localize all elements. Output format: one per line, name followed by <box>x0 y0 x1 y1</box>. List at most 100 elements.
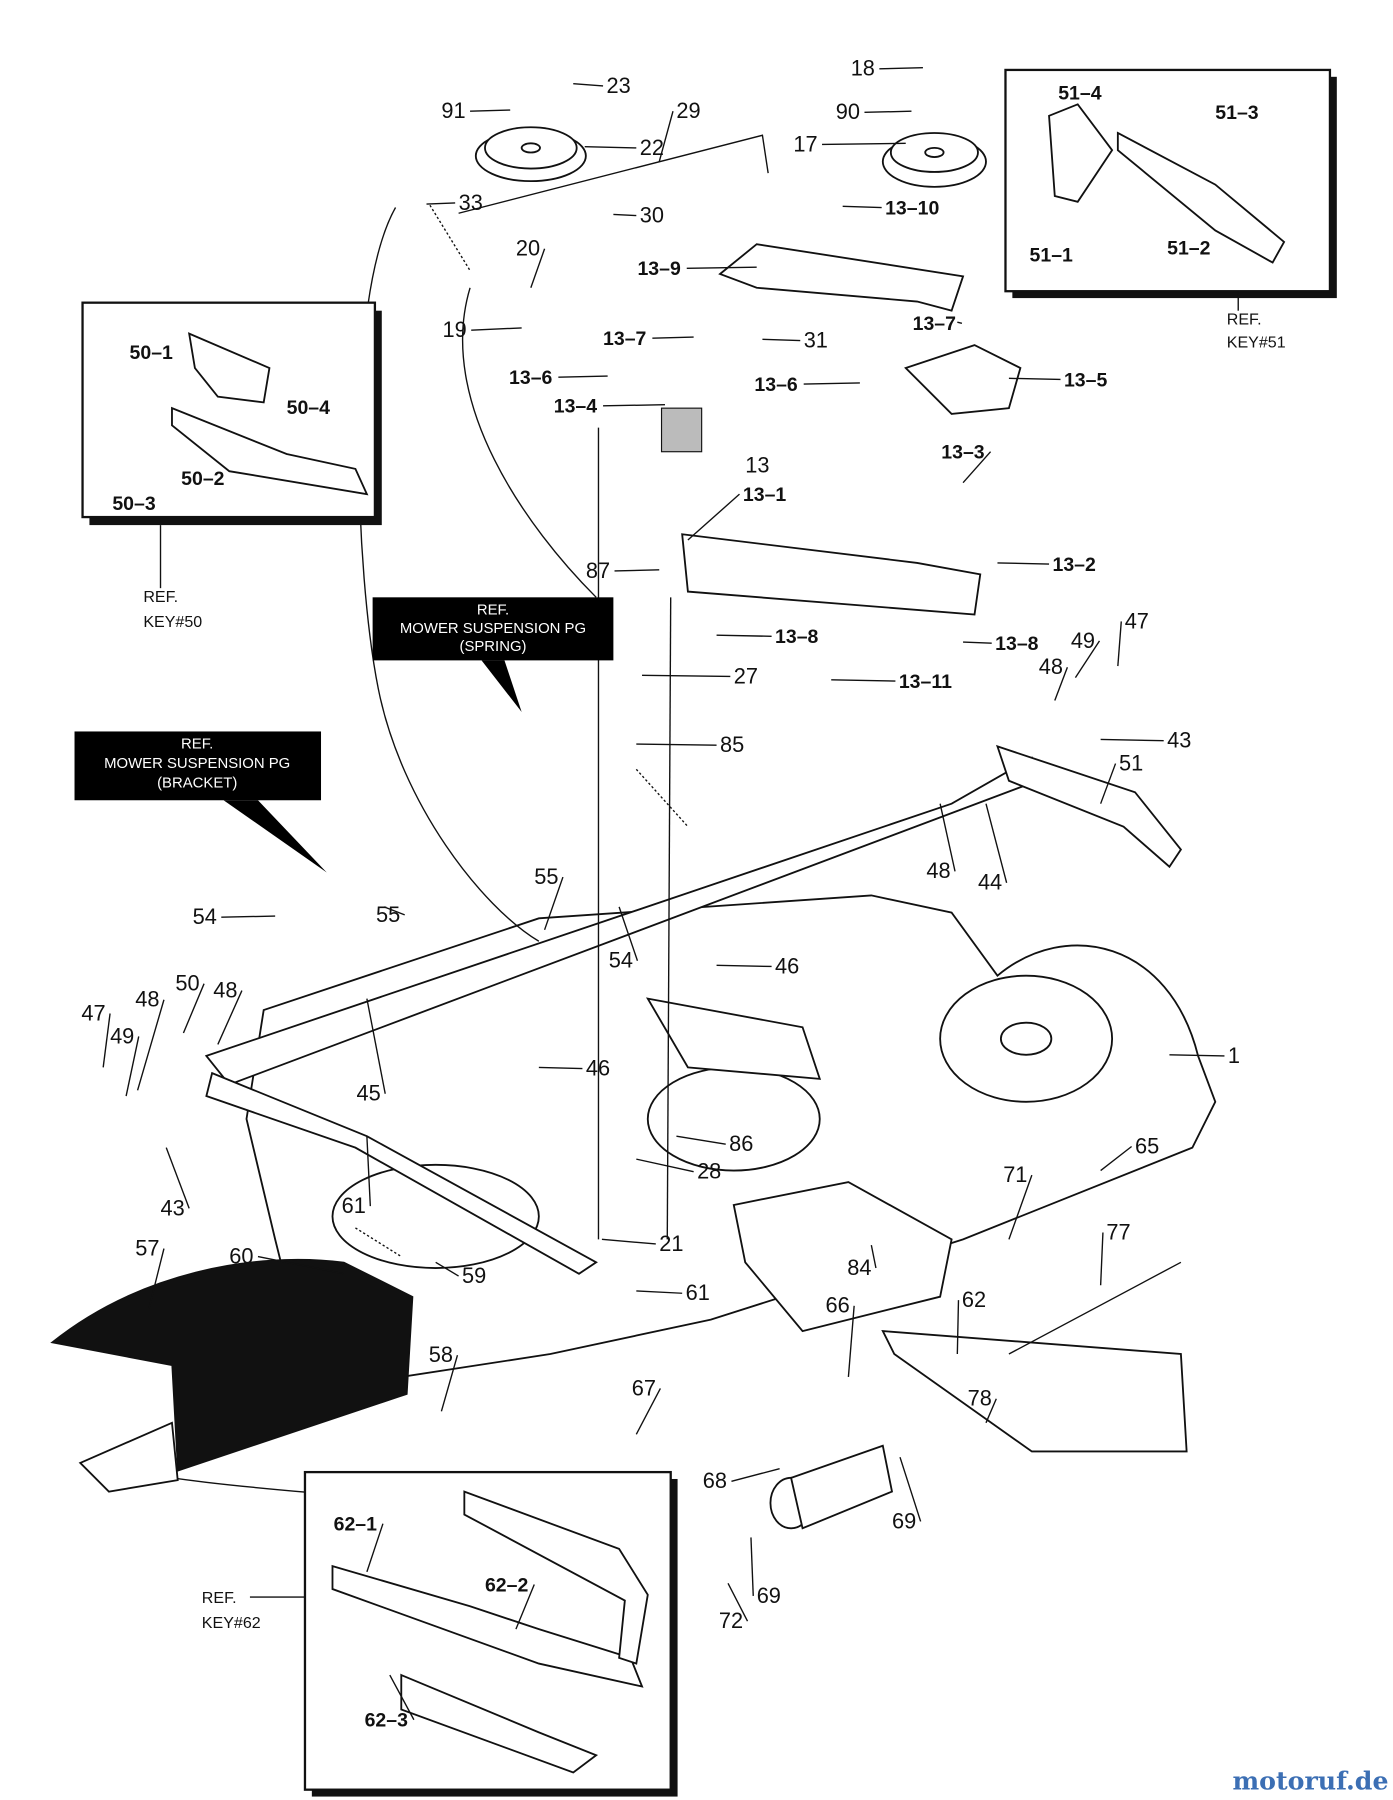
ref-key-50: REF. KEY#50 <box>143 525 202 631</box>
part-label-13–5: 13–5 <box>1064 369 1108 391</box>
leader-line <box>847 1305 855 1378</box>
leader-line <box>727 1583 749 1622</box>
part-label-13: 13 <box>745 452 769 477</box>
leader-line <box>899 1456 922 1522</box>
leader-line <box>182 983 205 1034</box>
part-label-91: 91 <box>441 98 465 123</box>
part-label-58: 58 <box>429 1342 453 1367</box>
ref-text: (SPRING) <box>459 639 526 655</box>
leader-line <box>1169 1054 1225 1057</box>
leader-line <box>136 999 165 1091</box>
ref-text: MOWER SUSPENSION PG <box>400 621 586 637</box>
watermark-logo: motoruf.de <box>1232 1766 1388 1796</box>
leader-line <box>440 1354 459 1412</box>
leader-line <box>1008 1174 1033 1240</box>
leader-line <box>538 1066 583 1070</box>
leader-line <box>1099 763 1117 804</box>
leader-line <box>125 1036 140 1097</box>
lift-arm-51 <box>996 744 1183 869</box>
front-hanger-62 <box>881 1330 1188 1453</box>
inset-key-50: 50–1 50–4 50–2 50–3 <box>81 301 382 526</box>
leader-line <box>584 146 637 149</box>
ref-text: REF. <box>1227 310 1262 328</box>
leader-line <box>217 990 243 1045</box>
leader-line <box>985 1398 997 1424</box>
leader-line <box>1100 738 1164 742</box>
part-label-85: 85 <box>720 732 744 757</box>
spindle-left <box>331 1163 540 1269</box>
leader-line <box>716 964 772 968</box>
part-label-13–4: 13–4 <box>554 396 598 418</box>
inset-key-51: 51–4 51–3 51–1 51–2 <box>1004 68 1337 299</box>
part-label-31: 31 <box>804 327 828 352</box>
leader-line <box>471 327 522 331</box>
leader-line <box>1099 1232 1104 1286</box>
leader-line <box>642 674 731 678</box>
part-number-labels: 239122293320193018901713–1013–913–73113–… <box>81 56 1240 1732</box>
part-label-29: 29 <box>676 98 700 123</box>
part-label-43: 43 <box>161 1195 185 1220</box>
ref-text: MOWER SUSPENSION PG <box>104 756 290 772</box>
chute-lip <box>78 1421 179 1493</box>
part-label-27: 27 <box>734 663 758 688</box>
part-label-90: 90 <box>836 99 860 124</box>
ref-text: KEY#51 <box>1227 333 1286 351</box>
part-label-48: 48 <box>213 977 237 1002</box>
part-label-71: 71 <box>1003 1162 1027 1187</box>
part-label-13–9: 13–9 <box>637 258 681 280</box>
part-label-47: 47 <box>81 1000 105 1025</box>
label-50-4: 50–4 <box>287 397 331 419</box>
part-label-55: 55 <box>376 902 400 927</box>
leader-line <box>257 1255 345 1275</box>
leader-line <box>603 404 665 407</box>
leader-line <box>676 1135 726 1145</box>
ref-text: KEY#50 <box>143 613 202 631</box>
part-label-60: 60 <box>229 1243 253 1268</box>
leader-line <box>686 266 757 269</box>
part-label-45: 45 <box>357 1081 381 1106</box>
leader-line <box>1008 377 1061 381</box>
leader-line <box>613 213 637 217</box>
part-label-30: 30 <box>640 202 664 227</box>
part-label-77: 77 <box>1106 1219 1130 1244</box>
part-label-13–8: 13–8 <box>995 633 1039 655</box>
label-51-4: 51–4 <box>1058 83 1102 105</box>
part-label-62–1: 62–1 <box>334 1514 378 1536</box>
part-label-54: 54 <box>193 904 217 929</box>
leader-line <box>366 1523 384 1573</box>
part-label-13–7: 13–7 <box>913 313 956 335</box>
part-label-19: 19 <box>443 317 467 342</box>
leader-line <box>383 906 405 916</box>
ref-text: REF. <box>202 1589 237 1607</box>
leader-line <box>750 1537 754 1596</box>
part-label-1: 1 <box>1228 1043 1240 1068</box>
spindle-hub <box>999 1021 1053 1056</box>
label-50-3: 50–3 <box>112 493 156 515</box>
part-label-51: 51 <box>1119 750 1143 775</box>
ref-spring-callout: REF. MOWER SUSPENSION PG (SPRING) <box>372 597 614 712</box>
leader-line <box>636 1158 694 1173</box>
part-label-68: 68 <box>703 1468 727 1493</box>
leader-line <box>366 998 386 1094</box>
part-label-59: 59 <box>462 1263 486 1288</box>
leader-line <box>716 634 772 637</box>
idler-bracket-13-1 <box>681 533 982 616</box>
part-label-84: 84 <box>847 1255 871 1280</box>
leader-line <box>803 382 860 385</box>
part-label-78: 78 <box>968 1386 992 1411</box>
label-50-2: 50–2 <box>181 468 225 490</box>
part-label-46: 46 <box>775 953 799 978</box>
part-label-20: 20 <box>516 236 540 261</box>
leader-line <box>956 1300 960 1355</box>
part-label-62–2: 62–2 <box>485 1574 529 1596</box>
ref-text: REF. <box>143 588 178 606</box>
rod-87 <box>666 597 672 1240</box>
part-label-44: 44 <box>978 870 1002 895</box>
part-label-13–6: 13–6 <box>509 367 553 389</box>
leader-line <box>618 906 639 961</box>
part-label-61: 61 <box>686 1280 710 1305</box>
part-label-86: 86 <box>729 1131 753 1156</box>
ref-text: KEY#62 <box>202 1614 261 1632</box>
